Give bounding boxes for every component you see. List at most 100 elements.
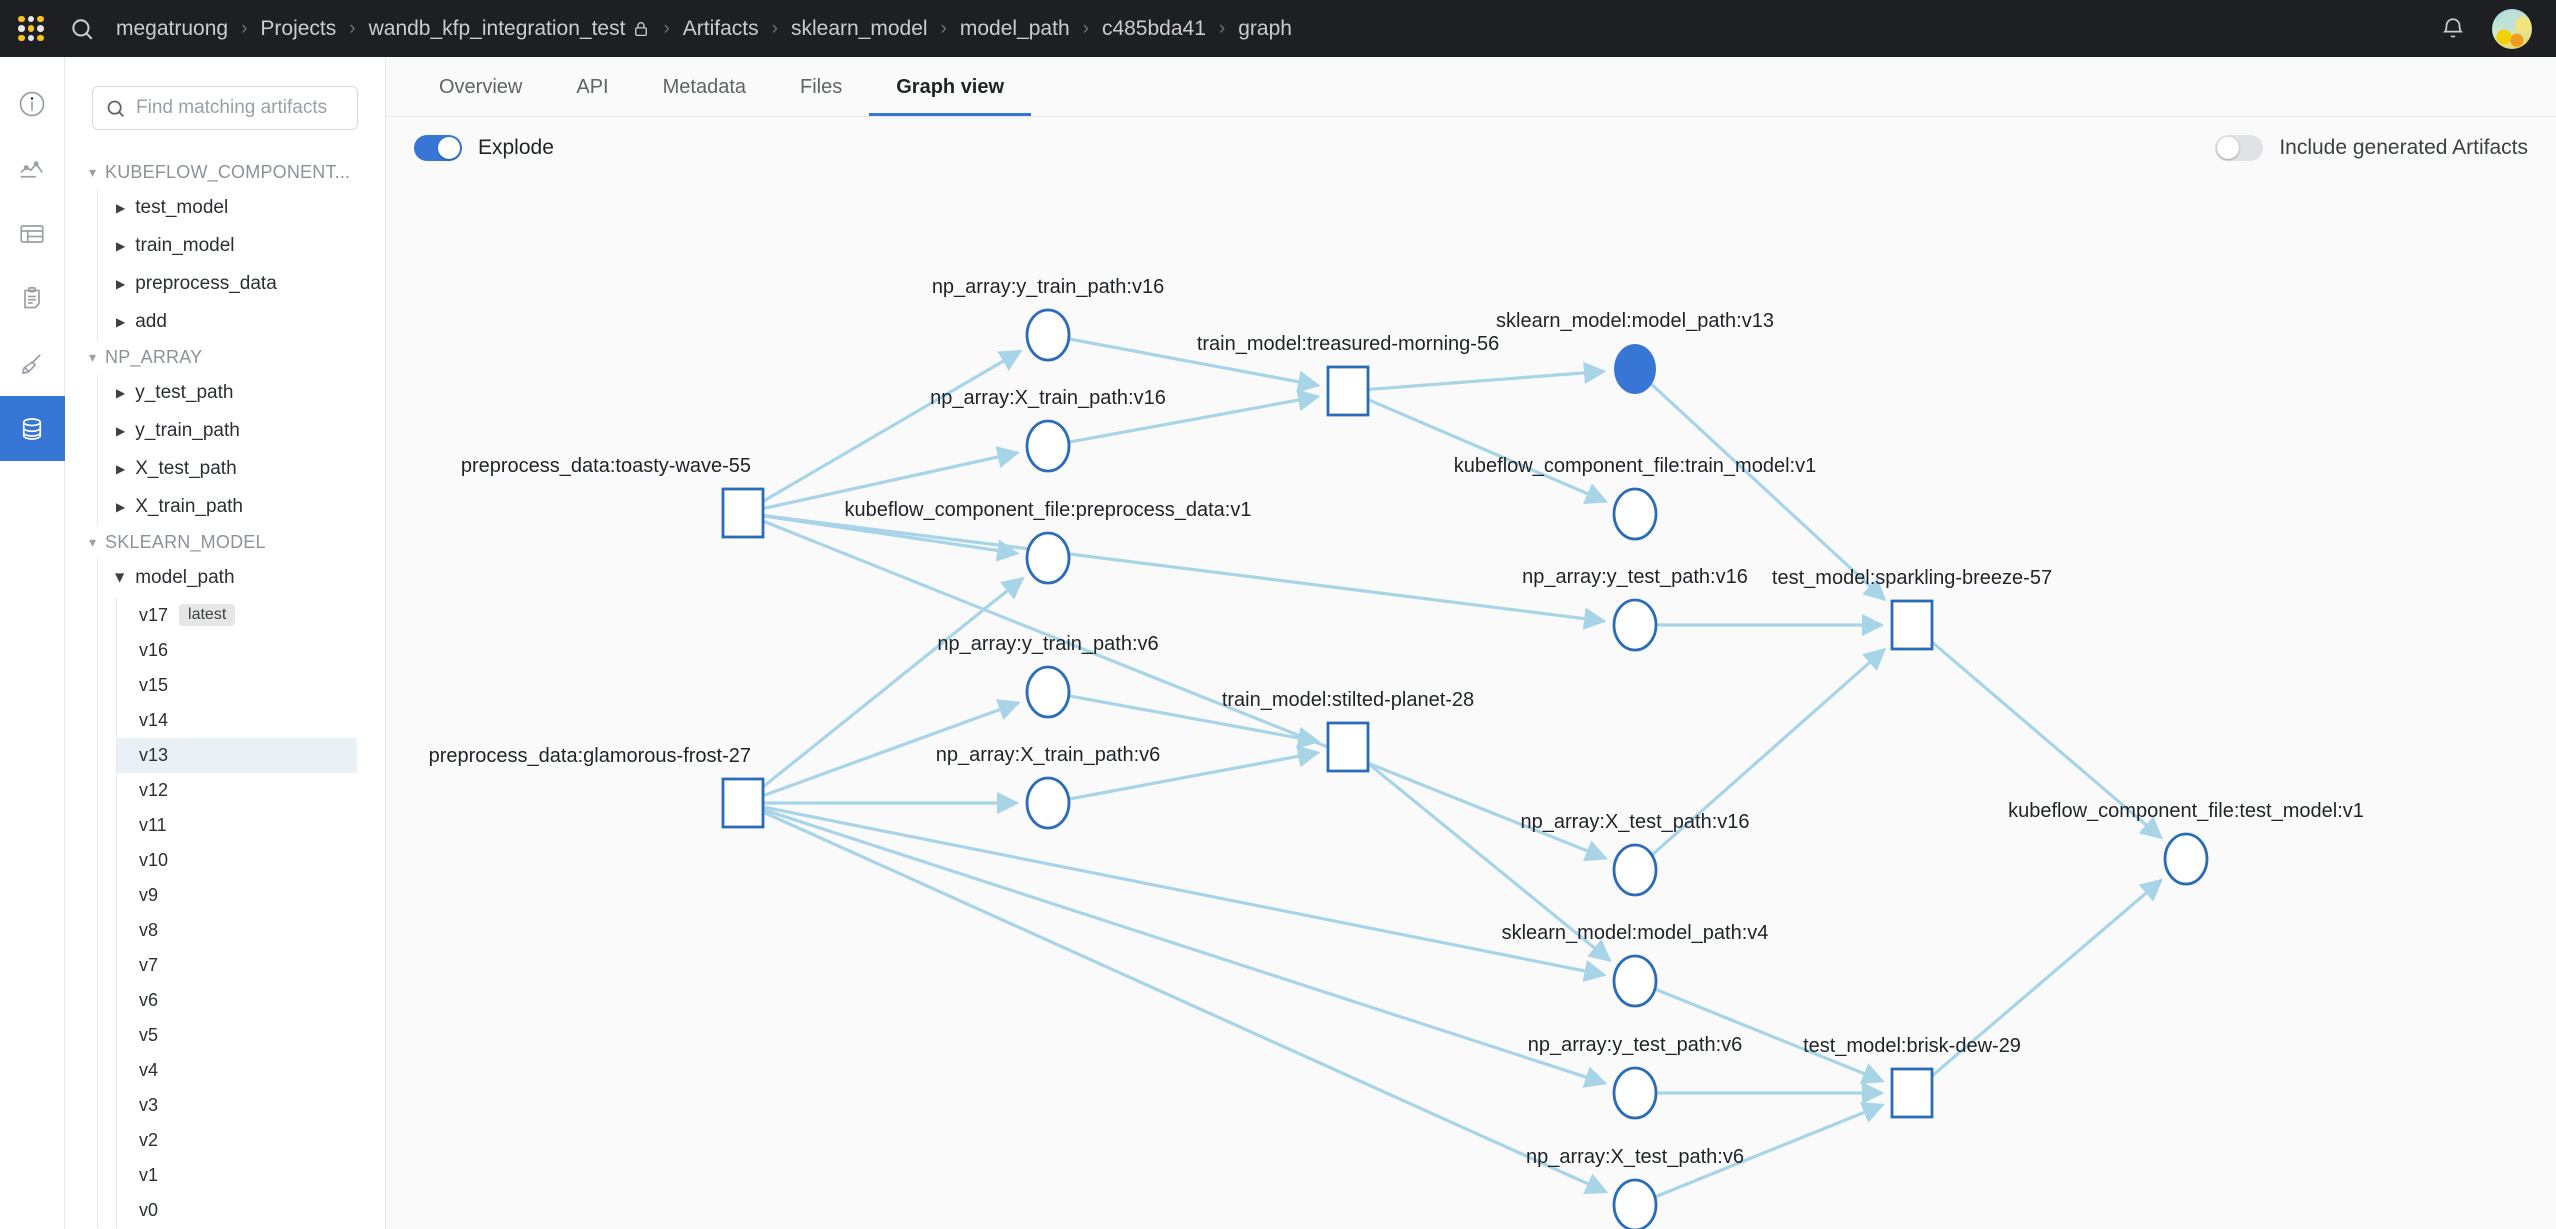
tree-node-test_model[interactable]: ▶test_model (98, 189, 385, 227)
tree-node-y_test_path[interactable]: ▶y_test_path (98, 374, 385, 412)
rail-info-icon[interactable] (0, 71, 65, 136)
tree-group-sklearn-model[interactable]: ▾SKLEARN_MODEL (65, 526, 385, 559)
tree-node-label: model_path (135, 567, 235, 588)
tab-overview[interactable]: Overview (439, 76, 523, 98)
tree-node-train_model[interactable]: ▶train_model (98, 227, 385, 265)
tree-node-y_train_path[interactable]: ▶y_train_path (98, 412, 385, 450)
breadcrumb-item[interactable]: graph (1238, 15, 1292, 43)
graph-node-label: np_array:X_train_path:v16 (930, 387, 1166, 409)
graph-node-label: kubeflow_component_file:preprocess_data:… (845, 499, 1252, 521)
tree-node-label: preprocess_data (135, 273, 277, 294)
tree-node-X_test_path[interactable]: ▶X_test_path (98, 450, 385, 488)
tree-node-preprocess_data[interactable]: ▶preprocess_data (98, 265, 385, 303)
graph-node-square[interactable] (721, 487, 765, 539)
version-item-v1[interactable]: v1 (117, 1158, 357, 1193)
tree-node-add[interactable]: ▶ add (98, 303, 385, 341)
rail-clipboard-icon[interactable] (0, 266, 65, 331)
breadcrumb-item[interactable]: megatruong (116, 15, 228, 43)
graph-node-circle[interactable] (2163, 832, 2209, 886)
graph-node-square[interactable] (1326, 365, 1370, 417)
graph-node-circle[interactable] (1612, 1178, 1658, 1229)
search-icon[interactable] (62, 9, 102, 49)
version-label: v4 (139, 1060, 159, 1080)
graph-edge (762, 699, 1021, 798)
version-item-v9[interactable]: v9 (117, 878, 357, 913)
graph-node-circle[interactable] (1612, 843, 1658, 897)
tab-graph-view[interactable]: Graph view (869, 76, 1032, 116)
explode-toggle[interactable] (414, 135, 462, 161)
tree-node-label: add (135, 311, 167, 332)
tab-api[interactable]: API (576, 76, 609, 98)
graph-node-circle[interactable] (1025, 531, 1071, 585)
tree-group-children: ▶test_model▶train_model▶preprocess_data▶… (97, 189, 385, 341)
graph-node-square[interactable] (1890, 599, 1934, 651)
graph-node-circle[interactable] (1612, 487, 1658, 541)
tree-group-np-array[interactable]: ▾NP_ARRAY (65, 341, 385, 374)
graph-edge (762, 805, 1607, 982)
breadcrumb-item[interactable]: c485bda41 (1102, 15, 1206, 43)
graph-node-square[interactable] (1890, 1067, 1934, 1119)
graph-node-label: np_array:y_test_path:v6 (1528, 1034, 1743, 1056)
rail-database-icon[interactable] (0, 396, 65, 461)
graph-edge (762, 446, 1020, 511)
tree-group-kubeflow-component[interactable]: ▾KUBEFLOW_COMPONENT... (65, 156, 385, 189)
chevron-down-icon: ▾ (89, 163, 97, 180)
graph-svg: preprocess_data:toasty-wave-55np_array:y… (429, 276, 2364, 1229)
breadcrumb-item[interactable]: model_path (960, 15, 1070, 43)
version-item-v7[interactable]: v7 (117, 948, 357, 983)
version-label: v13 (139, 745, 169, 765)
search-input[interactable]: Find matching artifacts (92, 86, 358, 130)
avatar[interactable] (2492, 8, 2532, 49)
version-item-v11[interactable]: v11 (117, 808, 357, 843)
version-item-v8[interactable]: v8 (117, 913, 357, 948)
graph-edge (1366, 762, 1612, 962)
breadcrumb-item[interactable]: Artifacts (683, 15, 759, 43)
version-item-v15[interactable]: v15 (117, 668, 357, 703)
rail-broom-icon[interactable] (0, 331, 65, 396)
version-item-v5[interactable]: v5 (117, 1018, 357, 1053)
graph-node-square[interactable] (1326, 721, 1370, 773)
breadcrumb-label: graph (1238, 16, 1292, 40)
graph-node-circle[interactable] (1025, 308, 1071, 362)
version-item-v0[interactable]: v0 (117, 1193, 357, 1228)
version-item-v2[interactable]: v2 (117, 1123, 357, 1158)
version-item-v10[interactable]: v10 (117, 843, 357, 878)
version-item-v3[interactable]: v3 (117, 1088, 357, 1123)
version-item-v12[interactable]: v12 (117, 773, 357, 808)
graph-node-circle[interactable] (1612, 598, 1658, 652)
graph-node-circle[interactable] (1025, 419, 1071, 473)
graph-node-label: kubeflow_component_file:test_model:v1 (2008, 800, 2364, 822)
graph-edge (1068, 389, 1321, 444)
version-item-v16[interactable]: v16 (117, 633, 357, 668)
tree-node-label: y_test_path (135, 382, 234, 403)
tree-node-model_path[interactable]: ▶model_path (98, 559, 385, 597)
version-item-v4[interactable]: v4 (117, 1053, 357, 1088)
tree-node-X_train_path[interactable]: ▶X_train_path (98, 488, 385, 526)
include-generated-toggle[interactable] (2215, 135, 2264, 161)
graph-node-square[interactable] (721, 777, 765, 829)
graph-node-circle[interactable] (1612, 954, 1658, 1008)
graph-node-circle[interactable] (1025, 665, 1071, 719)
tab-metadata[interactable]: Metadata (662, 76, 746, 98)
graph-edge (762, 810, 1609, 1194)
breadcrumb-item[interactable]: sklearn_model (791, 15, 928, 43)
chevron-right-icon: ▶ (116, 315, 126, 329)
graph-node-circle[interactable] (1612, 1066, 1658, 1120)
rail-table-icon[interactable] (0, 201, 65, 266)
graph-node-label: test_model:sparkling-breeze-57 (1772, 567, 2052, 589)
graph-node-circle[interactable] (1025, 776, 1071, 830)
bell-icon[interactable] (2436, 12, 2470, 46)
version-item-v6[interactable]: v6 (117, 983, 357, 1018)
breadcrumb-item[interactable]: Projects (260, 15, 336, 43)
graph-node-circle[interactable] (1614, 344, 1656, 394)
waffle-icon[interactable] (18, 15, 44, 42)
tab-files[interactable]: Files (800, 76, 843, 98)
version-item-v13[interactable]: v13 (117, 738, 357, 773)
breadcrumb-item[interactable]: wandb_kfp_integration_test (369, 15, 651, 43)
version-item-v14[interactable]: v14 (117, 703, 357, 738)
rail-line-chart-icon[interactable] (0, 136, 65, 201)
breadcrumb-separator: › (771, 17, 778, 39)
chevron-right-icon: ▶ (116, 462, 126, 476)
